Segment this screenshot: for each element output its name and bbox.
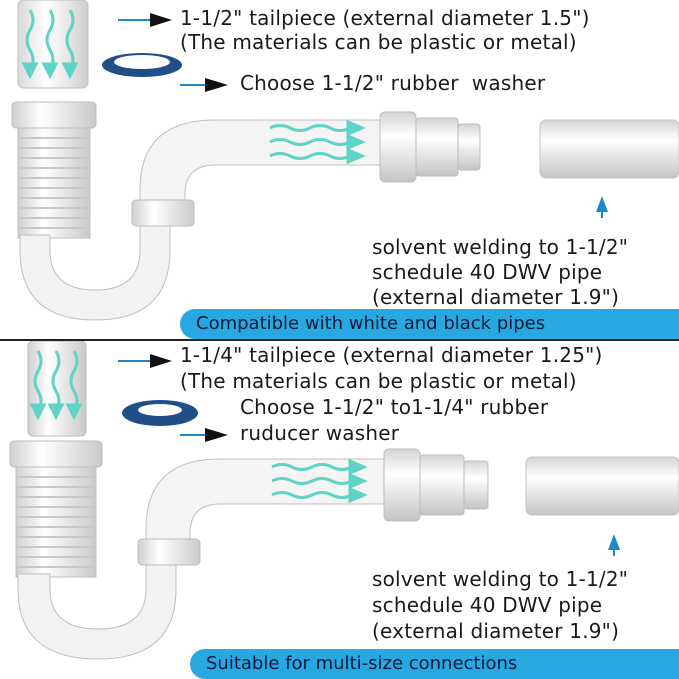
adapter-spigot (463, 460, 489, 510)
slip-nut (9, 440, 103, 468)
u-bend (17, 562, 177, 660)
tailpiece-label-line1: 1-1/2" tailpiece (external diameter 1.5"… (180, 6, 590, 30)
reducer-washer (122, 400, 198, 426)
slip-nut (131, 199, 195, 227)
dwv-pipe (539, 119, 679, 179)
feature-banner: Compatible with white and black pipes (180, 309, 679, 339)
adapter-spigot (457, 123, 481, 171)
weld-label-line3: (external diameter 1.9") (372, 619, 620, 643)
panel-bottom: 1-1/4" tailpiece (external diameter 1.25… (0, 341, 679, 679)
p-trap-illustration-bottom (9, 341, 679, 660)
washer-label-line2: ruducer washer (240, 421, 400, 445)
washer-label-line1: Choose 1-1/2" to1-1/4" rubber (240, 395, 549, 419)
slip-nut (137, 538, 201, 566)
j-arm (139, 119, 391, 226)
dwv-pipe (525, 456, 679, 516)
weld-label-line3: (external diameter 1.9") (372, 285, 620, 309)
adapter (419, 454, 465, 516)
panel-divider (0, 339, 679, 341)
pointer-arrow-up-icon (596, 196, 608, 218)
slip-nut (11, 101, 97, 129)
corrugated-section (15, 466, 97, 578)
flow-arrows-down-icon (29, 350, 83, 421)
weld-label-line2: schedule 40 DWV pipe (372, 260, 603, 284)
pointer-arrow-up-icon (608, 534, 620, 556)
tailpiece-label-line2: (The materials can be plastic or metal) (180, 30, 577, 54)
weld-label-line1: solvent welding to 1-1/2" (372, 567, 629, 591)
slip-nut (383, 448, 421, 522)
tailpiece-label-line1: 1-1/4" tailpiece (external diameter 1.25… (180, 343, 603, 367)
corrugated-section (17, 127, 91, 239)
rubber-washer (102, 53, 182, 77)
washer-label-line1: Choose 1-1/2" rubber washer (240, 71, 546, 95)
u-bend (19, 224, 171, 321)
weld-label-line1: solvent welding to 1-1/2" (372, 235, 629, 259)
flow-arrows-right-icon (269, 119, 366, 165)
flow-arrows-down-icon (21, 9, 79, 80)
pointer-arrow-icon (180, 428, 228, 442)
j-arm (145, 458, 393, 564)
adapter (415, 117, 459, 177)
weld-label-line2: schedule 40 DWV pipe (372, 593, 603, 617)
p-trap-illustration-top (11, 0, 679, 321)
feature-banner: Suitable for multi-size connections (190, 649, 679, 679)
slip-nut (379, 111, 417, 183)
pointer-arrow-icon (118, 13, 172, 27)
tailpiece-label-line2: (The materials can be plastic or metal) (180, 369, 577, 393)
pointer-arrow-icon (180, 78, 228, 92)
pointer-arrow-icon (118, 354, 172, 368)
panel-top: 1-1/2" tailpiece (external diameter 1.5"… (0, 0, 679, 339)
flow-arrows-right-icon (271, 458, 368, 504)
